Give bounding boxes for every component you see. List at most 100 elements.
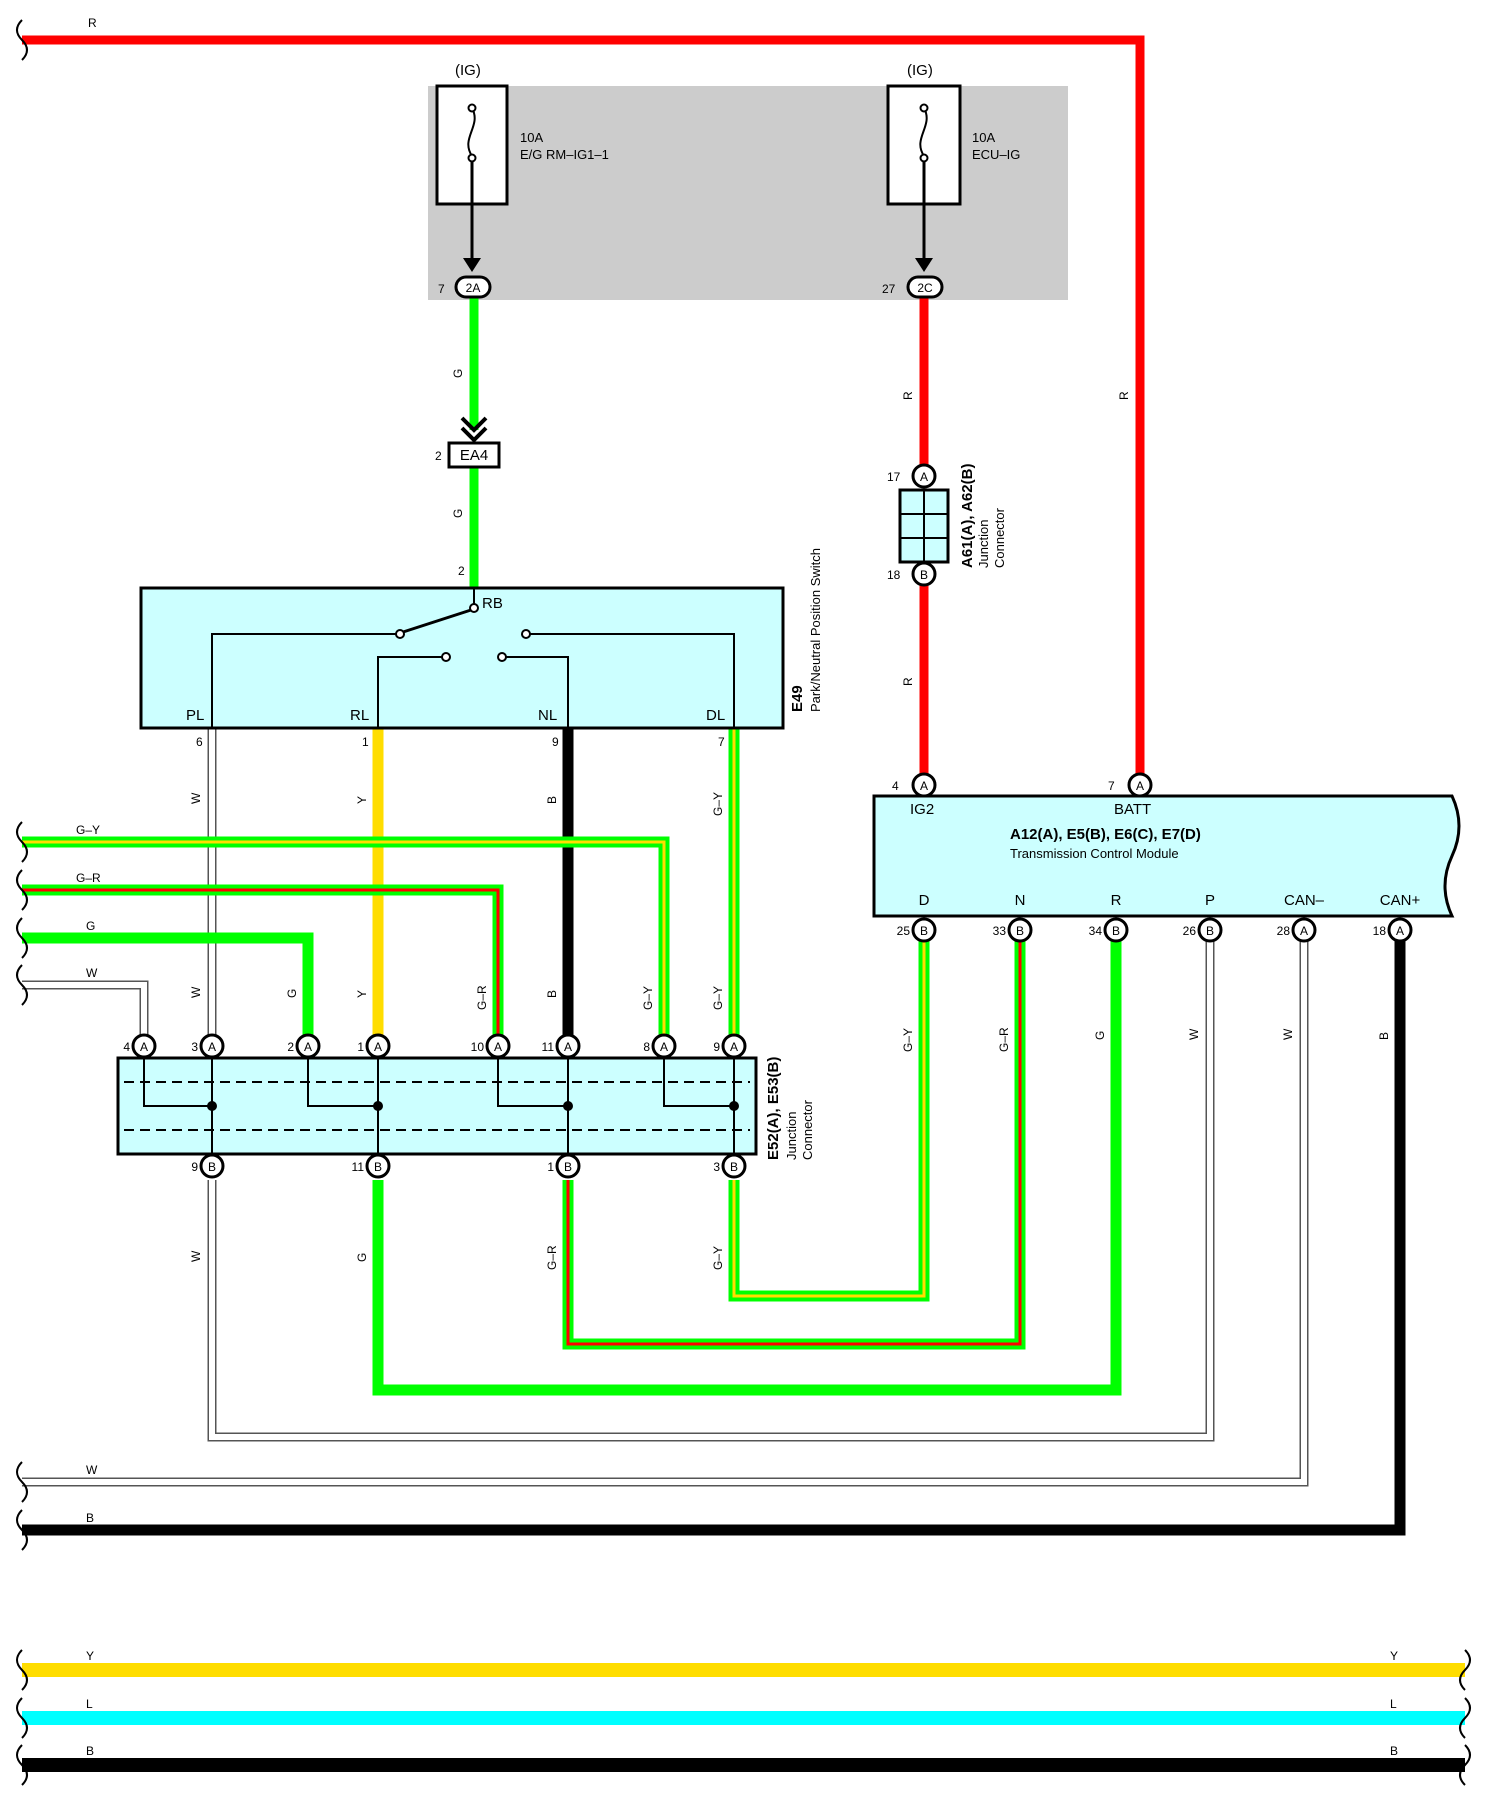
e52-top-pin-3: A1 <box>357 1033 391 1059</box>
tcm-terminal-pin-1: B33 <box>993 917 1033 943</box>
wire-break-marks <box>16 19 1471 1786</box>
switch-pin-pl: 6 <box>196 735 203 749</box>
e52-top-pin-7-conn: A <box>730 1040 738 1054</box>
fuse-2-ig: (IG) <box>907 62 933 79</box>
e52-bottom-pin-1-number: 11 <box>352 1160 365 1174</box>
label-y-rl: Y <box>355 796 369 804</box>
label-w-e52-3: W <box>189 986 203 998</box>
label-gr-b1: G–R <box>545 1245 559 1270</box>
tcm-terminal-label-0: D <box>919 892 930 909</box>
fuse-area <box>428 86 1068 300</box>
e52-line2: Connector <box>800 1099 815 1160</box>
wire-gr-left <box>22 884 504 1036</box>
tcm-label-batt: BATT <box>1114 801 1151 818</box>
label-b-bottom: B <box>86 1511 94 1525</box>
switch-term-nl: NL <box>538 707 557 724</box>
tcm-terminal-pin-0: B25 <box>897 917 937 943</box>
e52-bottom-pin-3-number: 3 <box>713 1160 720 1174</box>
e52-top-pin-4: A10 <box>471 1033 511 1059</box>
tcm-terminal-pin-1-conn: B <box>1016 924 1024 938</box>
tcm-terminal-label-1: N <box>1015 892 1026 909</box>
tcm-terminal-pin-2-number: 34 <box>1089 924 1103 938</box>
e52-top-pin-2-number: 2 <box>287 1040 294 1054</box>
switch-name: Park/Neutral Position Switch <box>808 548 823 712</box>
e52-top-pin-0: A4 <box>123 1033 157 1059</box>
svg-text:A: A <box>920 470 928 484</box>
fuse-1-rating: 10A <box>520 130 543 145</box>
label-l-bus-left: L <box>86 1697 93 1711</box>
e52-top-pin-3-conn: A <box>374 1040 382 1054</box>
e52-line1: Junction <box>784 1112 799 1160</box>
e52-top-pin-5-number: 11 <box>542 1040 555 1054</box>
e52-top-pin-6: A8 <box>643 1033 677 1059</box>
switch-term-pl: PL <box>186 707 204 724</box>
switch-pin-nl: 9 <box>552 735 559 749</box>
label-gy-dl: G–Y <box>711 792 725 816</box>
label-g-1: G <box>451 369 465 378</box>
e52-bottom-pin-1: B11 <box>352 1153 391 1179</box>
tcm-terminal-label-2: R <box>1111 892 1122 909</box>
e52-top-pin-5-conn: A <box>564 1040 572 1054</box>
label-g-left: G <box>86 919 95 933</box>
a61-code: A61(A), A62(B) <box>959 464 976 568</box>
label-g-b11: G <box>355 1253 369 1262</box>
label-gy-d: G–Y <box>901 1028 915 1052</box>
label-gy-b3: G–Y <box>711 1246 725 1270</box>
tcm-terminal-pin-4-conn: A <box>1300 924 1308 938</box>
fuse-1-name: E/G RM–IG1–1 <box>520 147 609 162</box>
tcm-terminal-pin-3: B26 <box>1183 917 1223 943</box>
ea4-connector: EA4 2 <box>435 416 501 469</box>
svg-text:A: A <box>1136 779 1144 793</box>
wire-g-left <box>22 932 314 1036</box>
label-y-bus-right: Y <box>1390 1649 1398 1663</box>
e52-bottom-pin-2: B1 <box>547 1153 581 1179</box>
a61-line2: Connector <box>992 507 1007 568</box>
wire-labels: R G G R R R W Y B G–Y G–Y G–R G W W G Y … <box>76 16 1398 1758</box>
tcm-pin-batt: 7 <box>1108 779 1115 793</box>
label-gr-left: G–R <box>76 871 101 885</box>
fuse-2-rating: 10A <box>972 130 995 145</box>
tcm-terminal-pin-0-conn: B <box>920 924 928 938</box>
tcm-terminal-pin-5: A18 <box>1373 917 1413 943</box>
tcm-terminal-pin-3-number: 26 <box>1183 924 1197 938</box>
wire-g-to-r <box>372 936 1122 1396</box>
label-gr-e52-10: G–R <box>475 985 489 1010</box>
e52-bottom-pin-0: B9 <box>191 1153 225 1179</box>
switch-term-dl: DL <box>706 707 725 724</box>
label-b-bus-right: B <box>1390 1744 1398 1758</box>
label-r-a61: R <box>901 677 915 686</box>
label-b-nl: B <box>545 796 559 804</box>
fuse-1-conn: 2A <box>466 281 481 295</box>
tcm-terminal-pin-2-conn: B <box>1112 924 1120 938</box>
fuse-1-ig: (IG) <box>455 62 481 79</box>
tcm-pin-ig2: 4 <box>892 779 899 793</box>
a61-pin-b: 18 <box>887 568 901 582</box>
wire-w-left <box>22 980 149 1036</box>
label-w-can-minus: W <box>1281 1028 1295 1040</box>
label-g-r: G <box>1093 1031 1107 1040</box>
e52-bottom-pin-0-number: 9 <box>191 1160 198 1174</box>
a61-pin-a: 17 <box>887 470 901 484</box>
e52-bottom-pin-2-conn: B <box>564 1160 572 1174</box>
fuse-2-conn: 2C <box>917 281 933 295</box>
label-b-can-plus: B <box>1377 1032 1391 1040</box>
tcm-terminal-pin-4: A28 <box>1277 917 1317 943</box>
e52-bottom-pin-2-number: 1 <box>547 1160 554 1174</box>
label-w-p: W <box>1187 1028 1201 1040</box>
e52-top-pin-3-number: 1 <box>357 1040 364 1054</box>
e52-top-pin-6-conn: A <box>660 1040 668 1054</box>
tcm-top-conn-1: A <box>1127 772 1153 798</box>
label-r-top: R <box>88 16 97 30</box>
label-l-bus-right: L <box>1390 1697 1397 1711</box>
tcm-name: Transmission Control Module <box>1010 846 1179 861</box>
tcm-terminal-label-4: CAN– <box>1284 892 1325 909</box>
svg-text:B: B <box>920 568 928 582</box>
e52-top-pin-2: A2 <box>287 1033 321 1059</box>
label-w-bottom: W <box>86 1463 98 1477</box>
label-gy-e52-8: G–Y <box>641 986 655 1010</box>
e52-top-pin-7-number: 9 <box>713 1040 720 1054</box>
